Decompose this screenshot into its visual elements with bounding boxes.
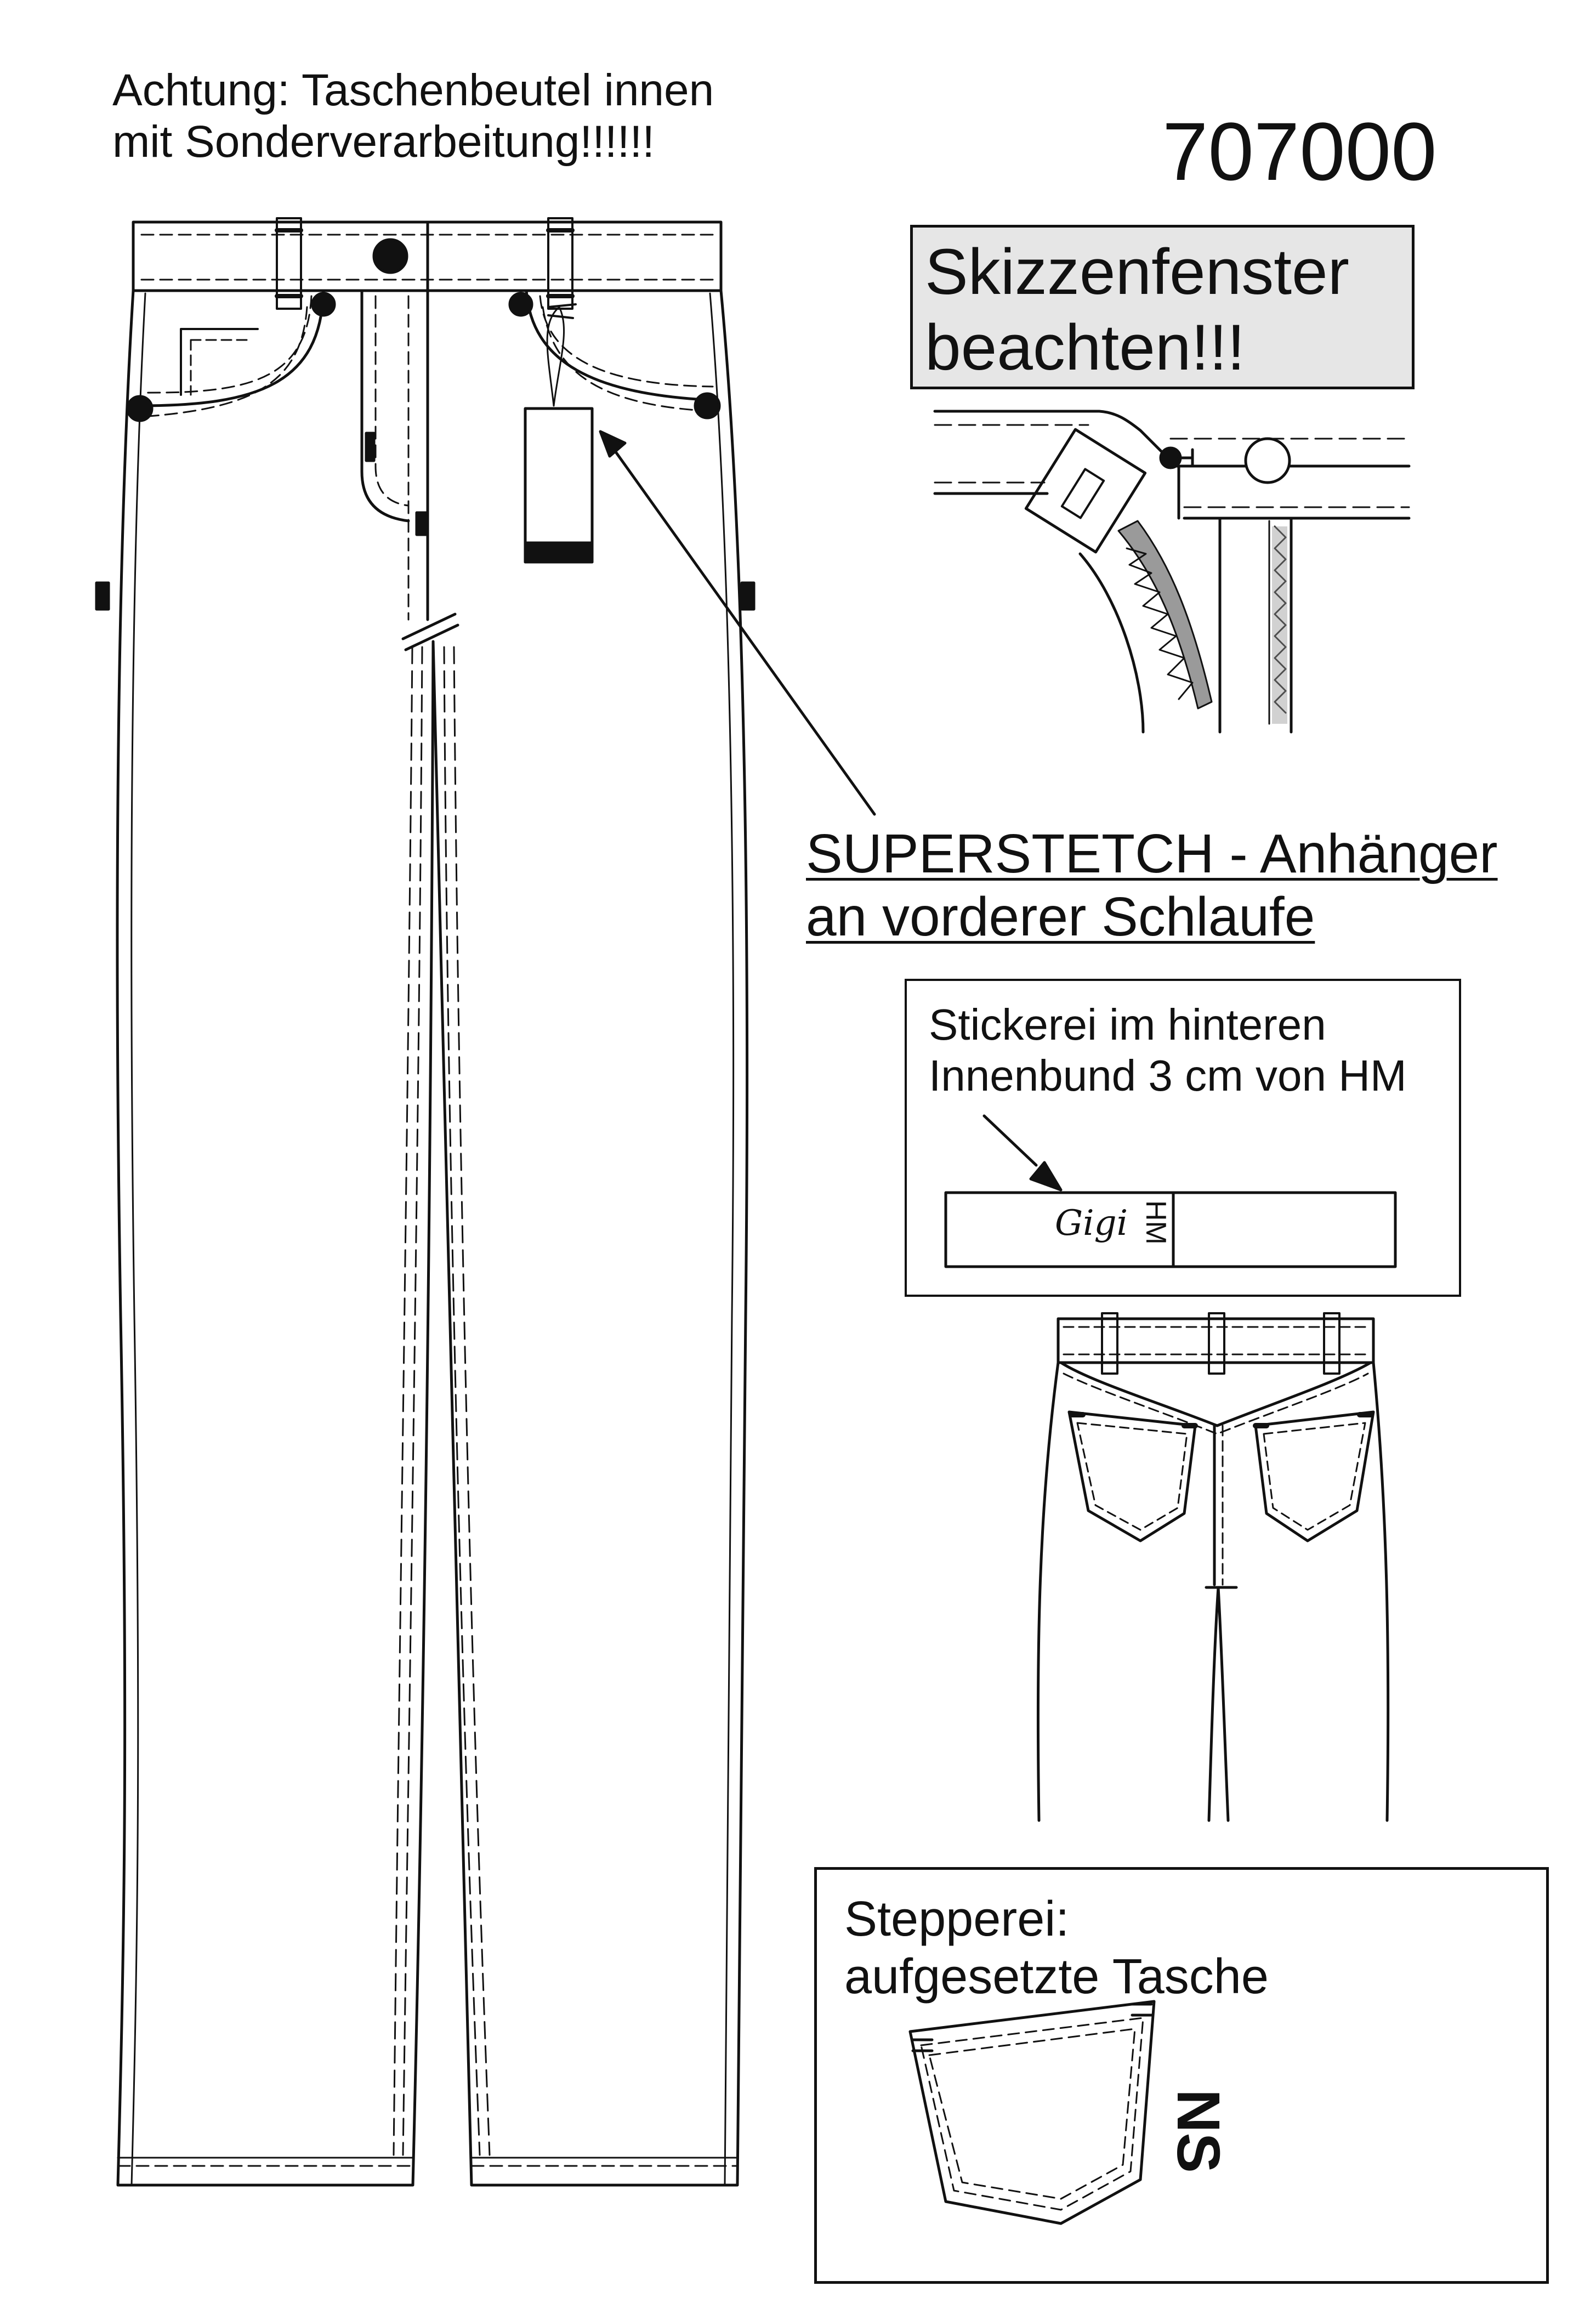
back-jeans-drawing [1036, 1312, 1390, 1822]
sketch-window-line-1: Skizzenfenster [925, 236, 1349, 308]
sketch-window-line-2: beachten!!! [925, 311, 1245, 384]
stitching-line-1: Stepperei: [844, 1892, 1070, 1947]
detail-button [1244, 437, 1291, 484]
embroidery-line-1: Stickerei im hinteren [929, 1000, 1326, 1049]
notice-line-1: Achtung: Taschenbeutel innen [112, 65, 714, 115]
stitching-line-2: aufgesetzte Tasche [844, 1949, 1269, 2004]
back-pocket-right [1254, 1410, 1375, 1542]
embroidery-detail [944, 1114, 1397, 1268]
notice-line-2: mit Sonderverarbeitung!!!!!! [112, 117, 655, 167]
stitching-box: Stepperei: aufgesetzte Tasche [814, 1867, 1549, 2284]
hangtag-line-1: SUPERSTETCH - Anhänger [806, 823, 1498, 884]
side-label: NS [1165, 2089, 1232, 2173]
embroidery-box: Stickerei im hinteren Innenbund 3 cm von… [905, 979, 1461, 1297]
detail-sketch [933, 410, 1411, 734]
back-waistband [1057, 1317, 1375, 1364]
detail-belt-loop [1024, 428, 1147, 554]
article-number: 707000 [1162, 105, 1437, 197]
front-pocket-left [138, 289, 325, 407]
hm-label: HM [1140, 1200, 1172, 1245]
front-jeans-drawing [95, 217, 876, 2187]
back-pocket-left [1067, 1410, 1197, 1542]
left-leg-outline [116, 289, 435, 2187]
hangtag-line-2: an vorderer Schlaufe [806, 886, 1315, 948]
patch-pocket [908, 2000, 1156, 2225]
sketch-window-box: Skizzenfenster beachten!!! [910, 225, 1415, 389]
fly-outline [360, 289, 410, 523]
belt-loop-left [276, 217, 302, 310]
hangtag-caption: SUPERSTETCH - Anhänger an vorderer Schla… [806, 822, 1498, 949]
front-pocket-right [525, 289, 717, 402]
waist-button [372, 238, 408, 274]
hang-tag [524, 407, 594, 564]
embroidery-line-2: Innenbund 3 cm von HM [929, 1051, 1407, 1100]
hangtag-arrow [612, 448, 876, 816]
waistband-label [944, 1191, 1397, 1268]
stitching-detail [908, 2000, 1156, 2225]
notice-text: Achtung: Taschenbeutel innen mit Sonderv… [112, 65, 714, 168]
logo-text: Gigi [1055, 1203, 1128, 1244]
